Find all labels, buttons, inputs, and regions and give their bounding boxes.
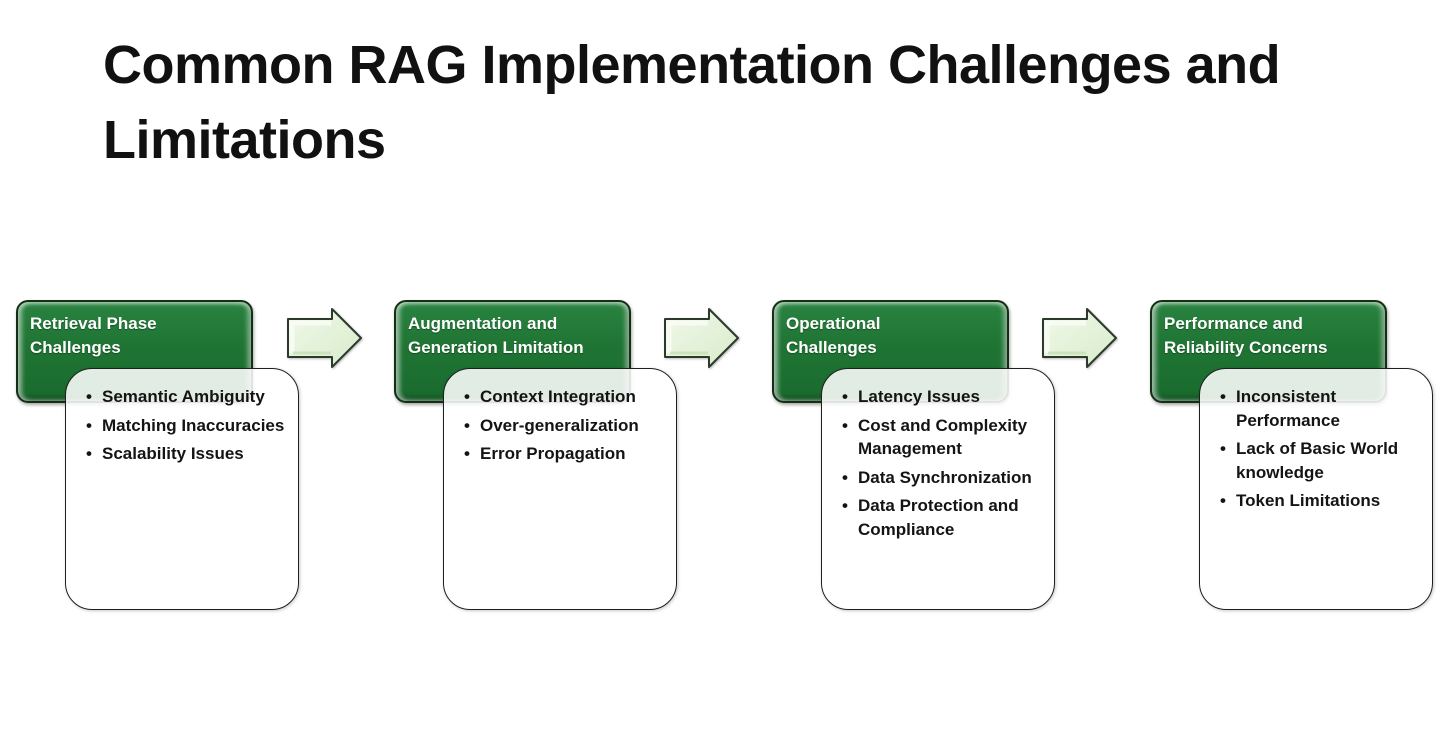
stage-detail-box: Inconsistent PerformanceLack of Basic Wo…	[1199, 368, 1433, 610]
bullet-item: Inconsistent Performance	[1210, 385, 1424, 432]
right-arrow-icon	[287, 306, 363, 370]
bullet-item: Token Limitations	[1210, 489, 1424, 513]
bullet-item: Lack of Basic World knowledge	[1210, 437, 1424, 484]
stage-header-label: Performance and Reliability Concerns	[1164, 314, 1328, 357]
bullet-item: Cost and Complexity Management	[832, 414, 1046, 461]
process-group-1: Retrieval Phase Challenges Semantic Ambi…	[16, 300, 318, 612]
right-arrow-icon	[664, 306, 740, 370]
bullet-list: Context IntegrationOver-generalizationEr…	[454, 385, 668, 466]
bullet-item: Error Propagation	[454, 442, 668, 466]
page-title: Common RAG Implementation Challenges and…	[103, 35, 1281, 170]
stage-detail-box: Context IntegrationOver-generalizationEr…	[443, 368, 677, 610]
bullet-item: Context Integration	[454, 385, 668, 409]
bullet-item: Over-generalization	[454, 414, 668, 438]
bullet-item: Data Protection and Compliance	[832, 494, 1046, 541]
bullet-list: Inconsistent PerformanceLack of Basic Wo…	[1210, 385, 1424, 513]
bullet-item: Latency Issues	[832, 385, 1046, 409]
stage-detail-box: Latency IssuesCost and Complexity Manage…	[821, 368, 1055, 610]
right-arrow-icon	[1042, 306, 1118, 370]
bullet-list: Latency IssuesCost and Complexity Manage…	[832, 385, 1046, 541]
bullet-item: Data Synchronization	[832, 466, 1046, 490]
stage-header-label: Augmentation and Generation Limitation	[408, 314, 584, 357]
stage-header-label: Retrieval Phase Challenges	[30, 314, 157, 357]
bullet-item: Semantic Ambiguity	[76, 385, 290, 409]
process-group-2: Augmentation and Generation Limitation C…	[394, 300, 696, 612]
stage-header-label: Operational Challenges	[786, 314, 881, 357]
stage-detail-box: Semantic AmbiguityMatching InaccuraciesS…	[65, 368, 299, 610]
process-group-3: Operational Challenges Latency IssuesCos…	[772, 300, 1074, 612]
bullet-item: Matching Inaccuracies	[76, 414, 290, 438]
bullet-list: Semantic AmbiguityMatching InaccuraciesS…	[76, 385, 290, 466]
bullet-item: Scalability Issues	[76, 442, 290, 466]
process-group-4: Performance and Reliability Concerns Inc…	[1150, 300, 1452, 612]
